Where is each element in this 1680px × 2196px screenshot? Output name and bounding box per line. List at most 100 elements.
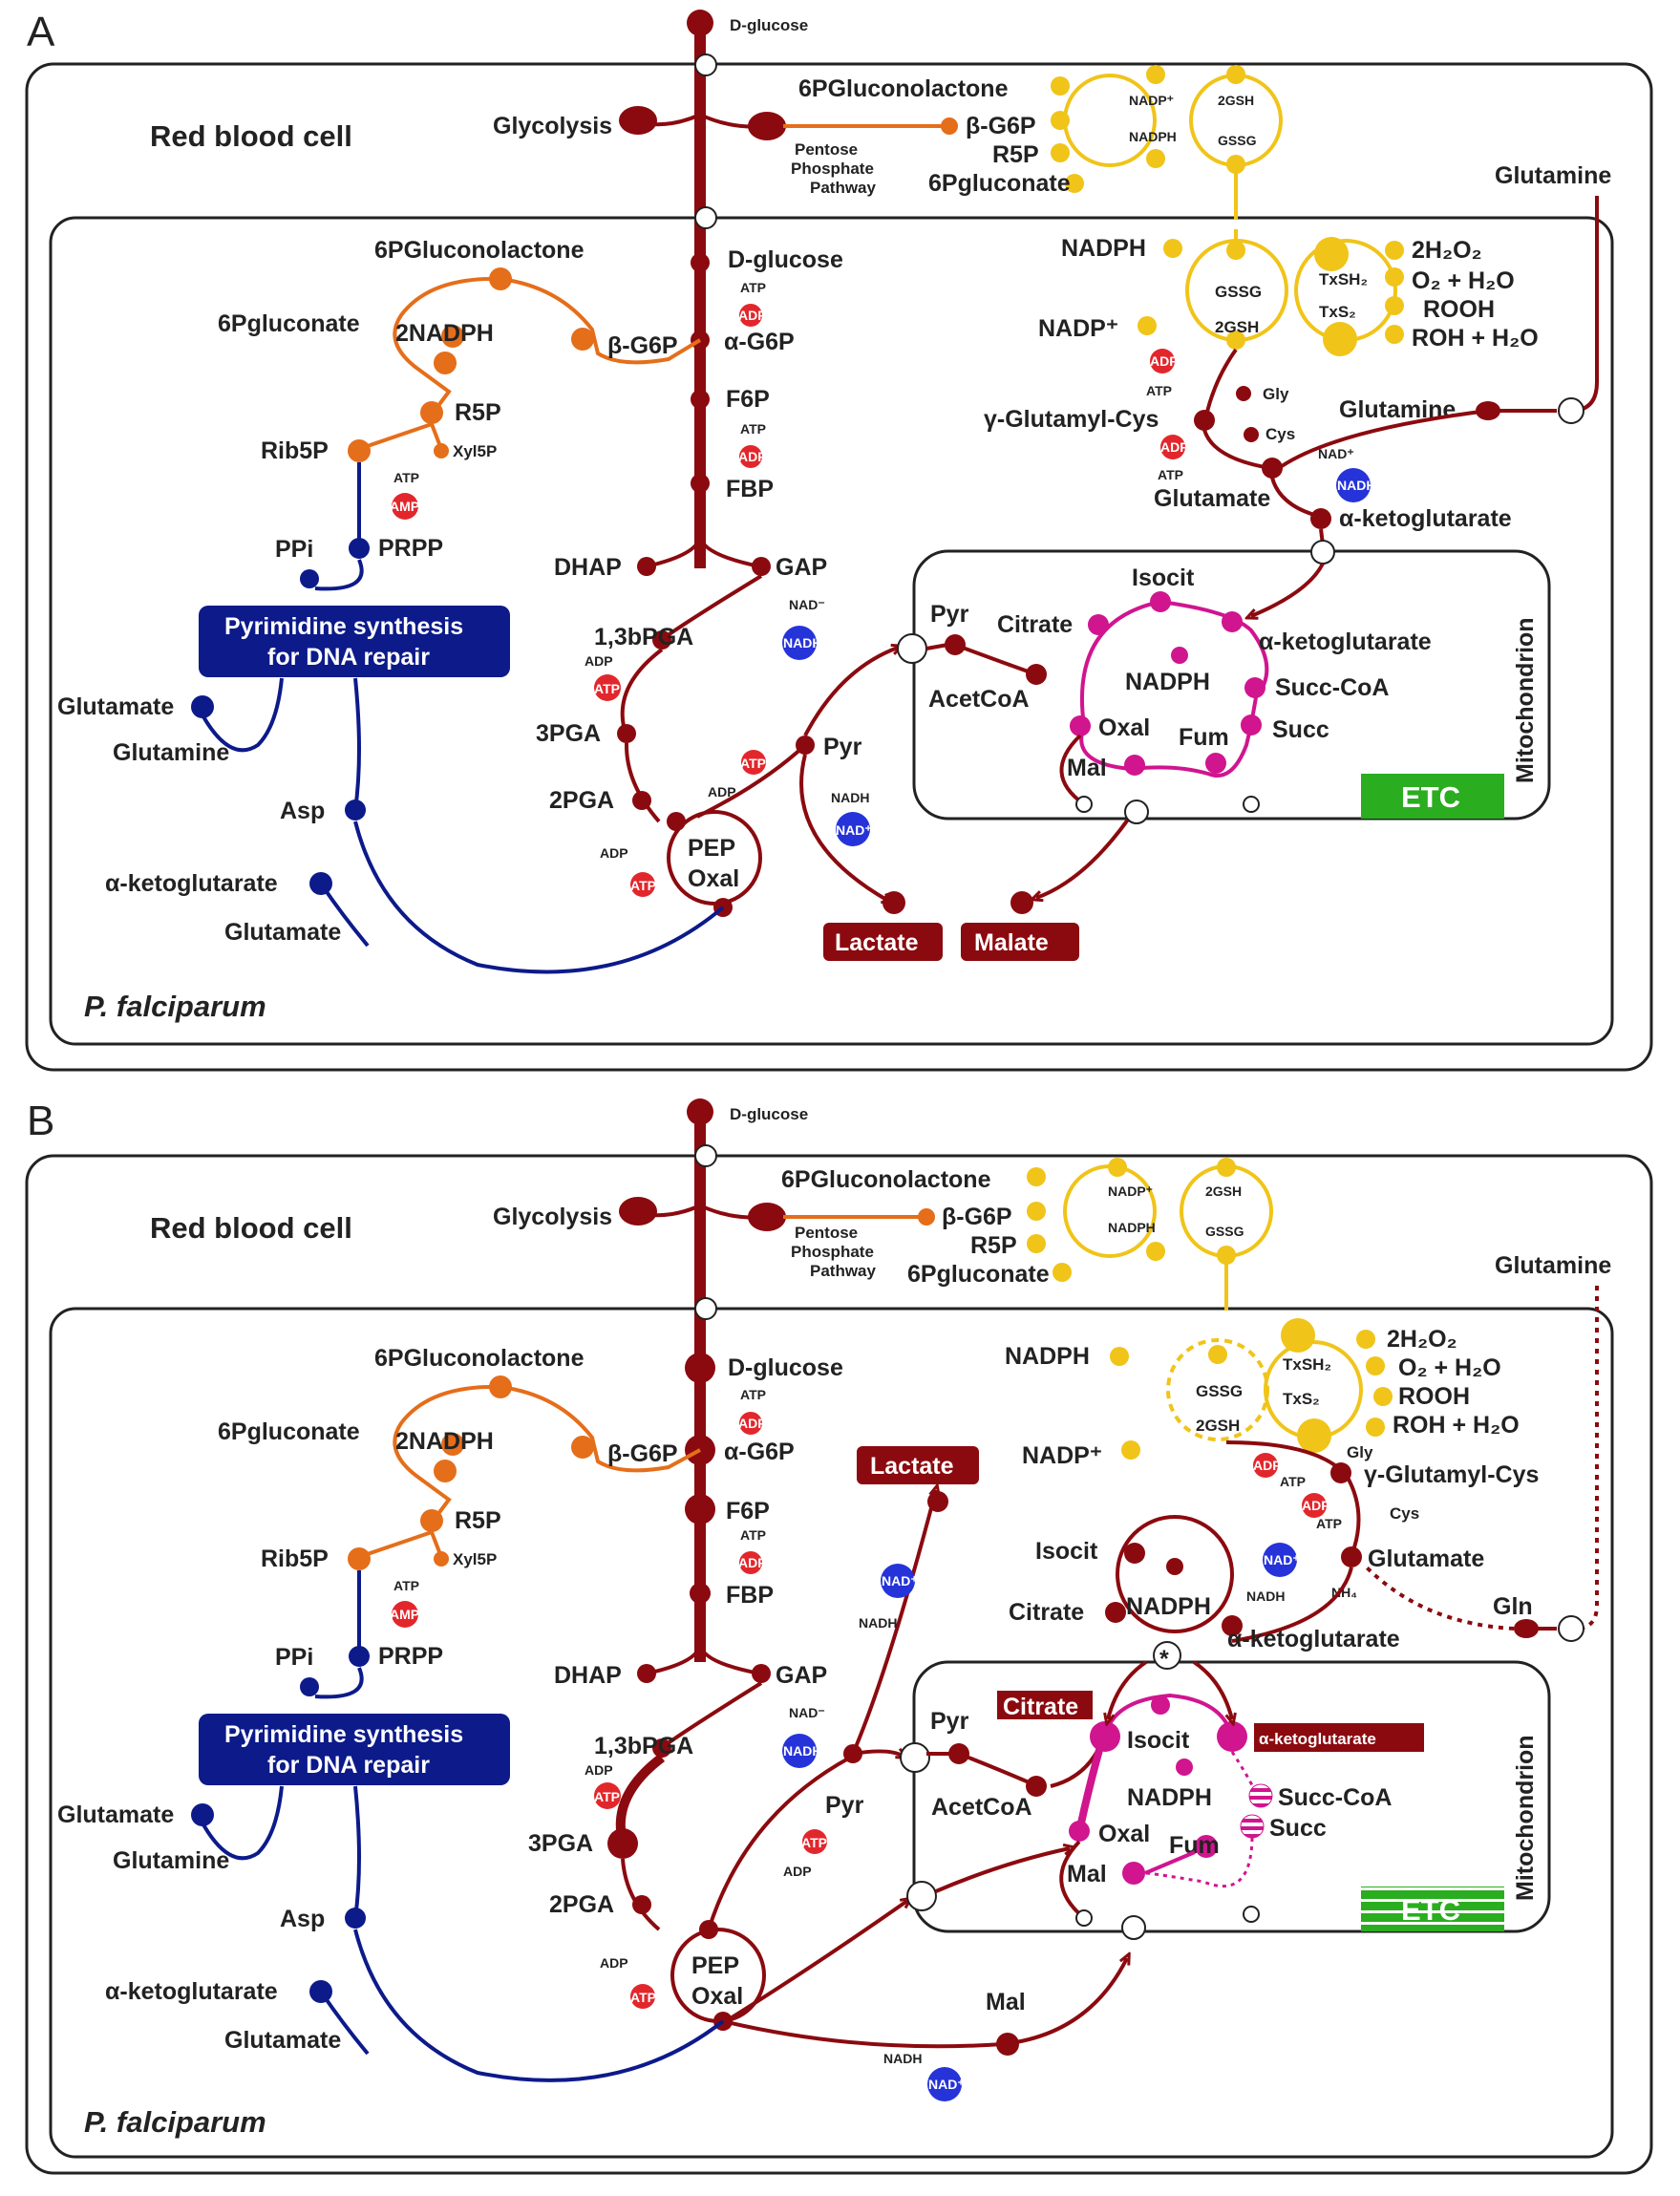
atp-a2: ATP (740, 421, 766, 437)
label-fum: Fum (1179, 724, 1229, 751)
label-succ: Succ (1272, 716, 1329, 743)
label-glutamate-b: Glutamate (57, 1802, 174, 1828)
label-ppp-3-b: Pathway (810, 1262, 877, 1280)
label-ppp-2: Phosphate (791, 160, 874, 178)
nad-plus-b: NAD⁺ (882, 1573, 918, 1588)
atp-a8: ATP (1158, 467, 1183, 482)
label-nadph-out: NADPH (1129, 129, 1177, 144)
label-glycolysis: Glycolysis (493, 113, 612, 139)
label-pyrimidine-2: for DNA repair (267, 644, 430, 671)
label-fum-b: Fum (1169, 1832, 1220, 1859)
label-ppi-b: PPi (275, 1644, 313, 1671)
label-rib5p: Rib5P (261, 437, 329, 464)
label-cys-b: Cys (1390, 1504, 1419, 1523)
label-akg-box: α-ketoglutarate (1259, 1730, 1376, 1748)
label-glutamate2-a: Glutamate (224, 919, 341, 946)
label-akg-c: α-ketoglutarate (1227, 1626, 1400, 1652)
label-6pgluconolactone-out: 6PGluconolactone (798, 75, 1009, 102)
label-succ-b: Succ (1269, 1815, 1327, 1842)
label-gssg-out-b: GSSG (1205, 1224, 1244, 1239)
label-prpp: PRPP (378, 535, 443, 562)
label-2gsh-in-b: 2GSH (1196, 1417, 1240, 1435)
adp-a4: ADP (600, 845, 628, 861)
atp-b3: ATP (594, 1789, 620, 1804)
label-glutamine-a: Glutamine (113, 739, 229, 766)
label-gssg-out: GSSG (1218, 133, 1257, 148)
label-mal-b: Mal (986, 1989, 1026, 2015)
nad-plus-a2: NAD⁺ (1318, 446, 1354, 461)
nad-plus-a: NAD⁺ (836, 822, 872, 838)
label-akg-a: α-ketoglutarate (105, 870, 278, 897)
label-2pga: 2PGA (549, 787, 614, 814)
node-glycolysis (619, 106, 657, 135)
label-d-glucose-out: D-glucose (730, 16, 808, 34)
nad-minus-b: NAD⁻ (789, 1705, 825, 1720)
adp-a2: ADP (738, 449, 767, 464)
label-d-glucose-in-b: D-glucose (728, 1354, 843, 1381)
label-txs2: TxS₂ (1319, 303, 1356, 321)
label-glutamine-out: Glutamine (1495, 162, 1611, 189)
label-pyrimidine-1-b: Pyrimidine synthesis (224, 1721, 463, 1748)
nadh-b3: NADH (883, 2051, 922, 2066)
label-akg-m: α-ketoglutarate (1259, 629, 1432, 655)
label-nadp-out: NADP⁺ (1129, 93, 1174, 108)
rbc-border-b (25, 1154, 1653, 2175)
label-r5p-out: R5P (992, 141, 1039, 168)
nadh-b: NADH (783, 1743, 821, 1759)
label-txsh2-b: TxSH₂ (1283, 1355, 1331, 1374)
amp-a: AMP (390, 499, 419, 514)
label-ppp-3: Pathway (810, 179, 877, 197)
label-gly-b: Gly (1347, 1443, 1373, 1461)
label-3pga-b: 3PGA (528, 1830, 593, 1857)
atp-b8: ATP (1316, 1516, 1342, 1531)
label-txsh2: TxSH₂ (1319, 270, 1368, 288)
panel-b: B Red blood cell P. falciparum Mitochond… (25, 1098, 1653, 2175)
adp-b1: ADP (738, 1416, 767, 1431)
label-acetcoa-b: AcetCoA (931, 1794, 1032, 1821)
label-b-g6p-in: β-G6P (607, 332, 678, 359)
pyrimidine-box-b (199, 1714, 510, 1785)
adp-b7: ADP (1253, 1458, 1282, 1473)
label-isocit-m: Isocit (1127, 1727, 1190, 1754)
atp-a6: ATP (393, 470, 419, 485)
label-2pga-b: 2PGA (549, 1891, 614, 1918)
label-2gsh-in: 2GSH (1215, 318, 1259, 336)
label-2gsh-out-b: 2GSH (1205, 1183, 1242, 1199)
mito-label-b: Mitochondrion (1512, 1735, 1539, 1901)
label-mito-pyr-b: Pyr (930, 1708, 969, 1735)
label-pyr: Pyr (823, 734, 862, 760)
atp-b6: ATP (393, 1578, 419, 1593)
label-6pgluconolactone-in-b: 6PGluconolactone (374, 1345, 585, 1372)
atp-a5: ATP (740, 756, 766, 771)
label-nadph-m-b: NADPH (1127, 1784, 1212, 1811)
node-b-g6p-out (941, 117, 958, 135)
label-f6p-b: F6P (726, 1498, 770, 1524)
label-pyr-b: Pyr (825, 1792, 864, 1819)
label-oxal-b: Oxal (691, 1983, 743, 2010)
label-r5p-in: R5P (455, 399, 501, 426)
label-rooh: ROOH (1423, 296, 1495, 323)
etc-label: ETC (1401, 780, 1460, 814)
transporter-parasite (694, 206, 717, 229)
mito-label: Mitochondrion (1512, 617, 1539, 783)
label-glu-cys-b: γ-Glutamyl-Cys (1364, 1461, 1539, 1488)
label-citrate-c: Citrate (1009, 1599, 1084, 1626)
nadh-b4: NADH (1246, 1588, 1285, 1604)
adp-b3: ADP (585, 1762, 613, 1778)
etc-box-b (1361, 1887, 1504, 1931)
nadh-a2: NADH (831, 790, 869, 805)
label-d-glucose-out-b: D-glucose (730, 1105, 808, 1123)
label-glutamate-r-b: Glutamate (1368, 1546, 1484, 1572)
label-citrate: Citrate (997, 611, 1073, 638)
mitochondrion-border-b (912, 1660, 1551, 1933)
parasite-label-b: P. falciparum (84, 2105, 266, 2139)
label-2h2o2: 2H₂O₂ (1412, 237, 1482, 264)
label-b-g6p-out-b: β-G6P (942, 1204, 1012, 1230)
label-gap: GAP (776, 554, 827, 581)
parasite-border-b (49, 1307, 1614, 2159)
label-o2h2o: O₂ + H₂O (1412, 267, 1515, 294)
etc-label-b: ETC (1401, 1893, 1460, 1927)
label-succcoa: Succ-CoA (1275, 674, 1389, 701)
atp-a3: ATP (594, 681, 620, 696)
atp-b1: ATP (740, 1387, 766, 1402)
